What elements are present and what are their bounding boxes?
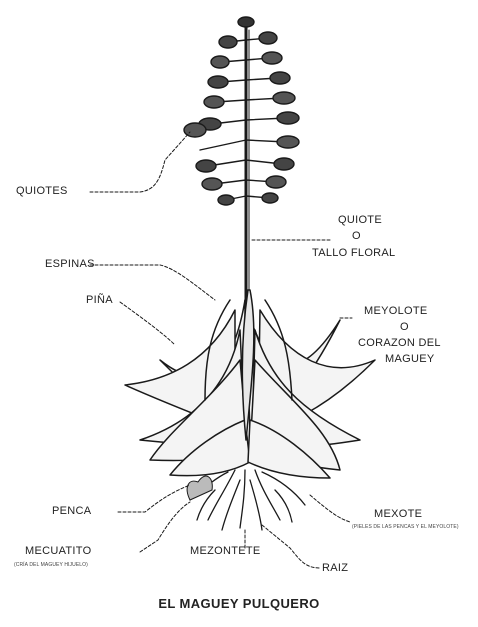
label-mexote-note: (PIELES DE LAS PENCAS Y EL MEYOLOTE) <box>352 524 459 530</box>
diagram-caption: EL MAGUEY PULQUERO <box>0 596 478 611</box>
label-tallo-floral: TALLO FLORAL <box>312 247 395 259</box>
flower-clusters <box>184 17 299 205</box>
label-quiote: QUIOTE <box>338 214 382 226</box>
label-pina: PIÑA <box>86 294 113 306</box>
label-corazon-del: CORAZON DEL <box>358 337 441 349</box>
label-meyolote-o: O <box>400 321 409 333</box>
label-quiote-o: O <box>352 230 361 242</box>
label-meyolote: MEYOLOTE <box>364 305 428 317</box>
label-mecuatito-note: (CRÍA DEL MAGUEY HIJUELO) <box>14 562 88 568</box>
label-mezontete: MEZONTETE <box>190 545 261 557</box>
label-quiotes: QUIOTES <box>16 185 68 197</box>
label-penca: PENCA <box>52 505 91 517</box>
label-espinas: ESPINAS <box>45 258 95 270</box>
label-maguey: MAGUEY <box>385 353 434 365</box>
label-mexote: MEXOTE <box>374 508 422 520</box>
label-raiz: RAIZ <box>322 562 348 574</box>
label-mecuatito: MECUATITO <box>25 545 91 557</box>
leaves <box>125 290 375 478</box>
